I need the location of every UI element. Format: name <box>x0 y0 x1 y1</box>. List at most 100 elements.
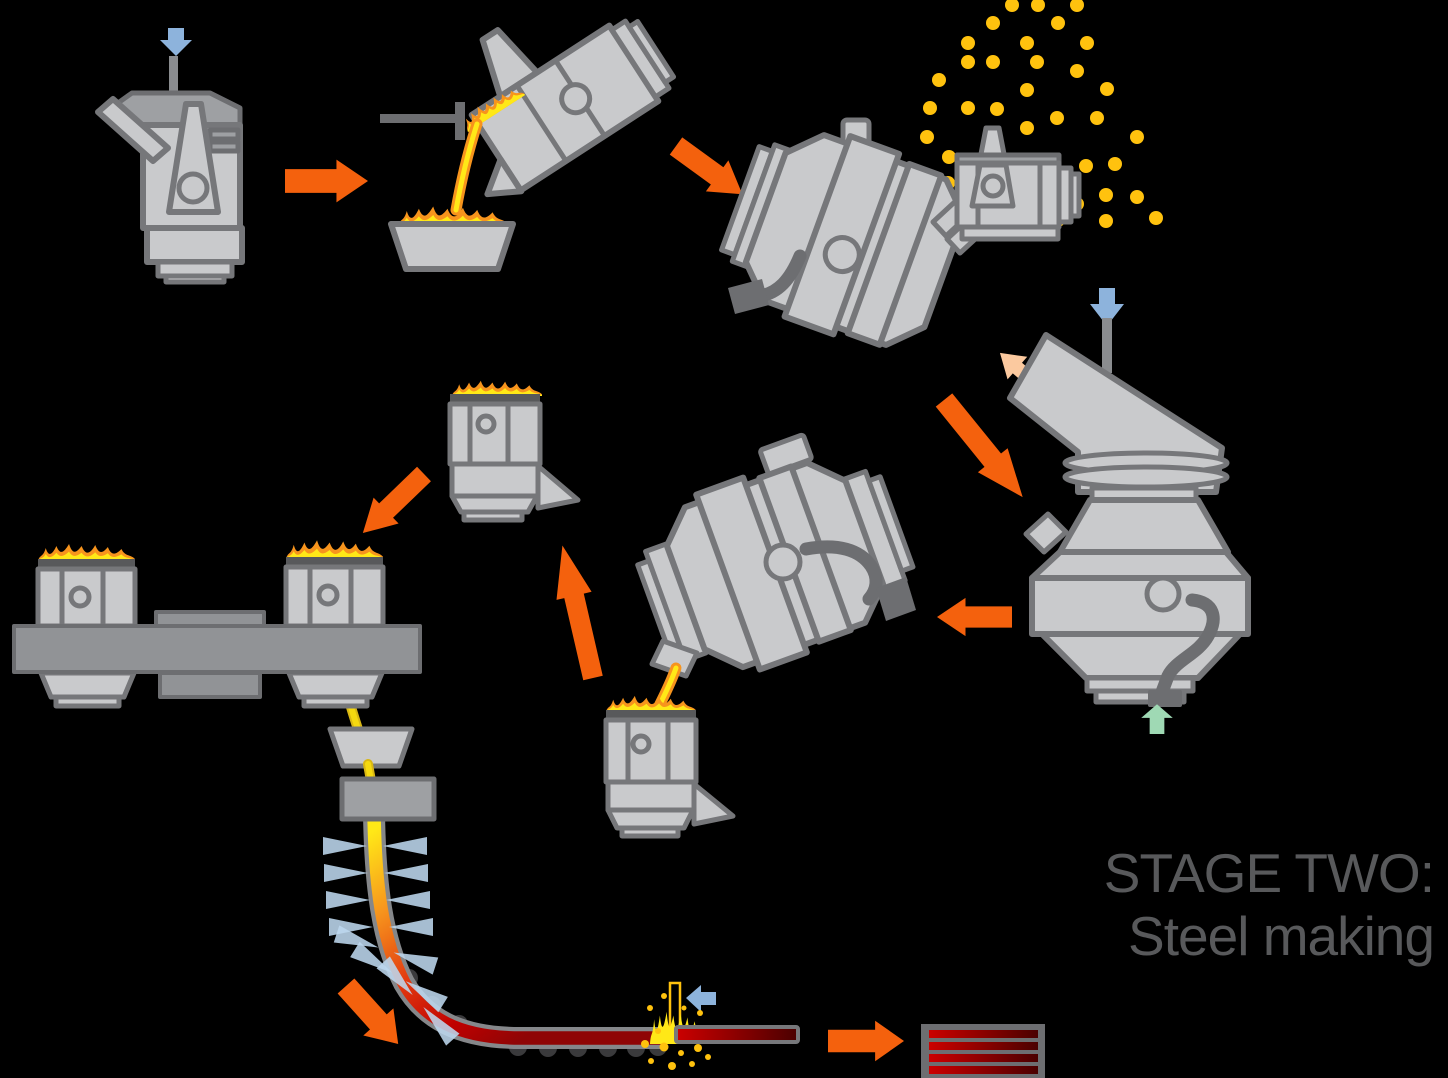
foot-base <box>301 694 370 709</box>
spray-nozzle-icon <box>393 952 439 975</box>
spark-dot <box>942 150 956 164</box>
ladle-body <box>603 717 699 785</box>
additive-input-arrow-icon <box>160 28 192 56</box>
slag-skimming-station <box>380 18 677 272</box>
skimmer-bar <box>380 114 458 123</box>
torch-spark-dot <box>697 1010 703 1016</box>
turret-pedestal-bottom <box>158 671 262 699</box>
torch-spark-dot <box>641 1040 649 1048</box>
turret-ladle-left <box>35 544 138 709</box>
spark-dot <box>923 101 937 115</box>
drum-band <box>844 160 945 348</box>
continuous-caster <box>323 726 667 1058</box>
spray-nozzle-icon <box>405 981 448 1013</box>
manhole <box>763 542 803 582</box>
hot-metal-desulfurization-station <box>95 28 245 285</box>
skimmer-head <box>455 102 465 140</box>
injection-lance <box>169 56 178 96</box>
molten-stream-core <box>453 121 480 213</box>
cutting-torch <box>668 981 682 1031</box>
spark-dot <box>961 55 975 69</box>
spray-nozzle-icon <box>384 864 428 882</box>
lower-cone <box>1039 631 1243 681</box>
flow-arrow-1 <box>285 159 368 203</box>
top-rim <box>38 559 135 569</box>
turret-beam <box>12 624 422 674</box>
panel-line <box>514 84 569 163</box>
spark-dot <box>961 101 975 115</box>
ladle-with-spout <box>447 380 581 523</box>
spray-nozzle-icon <box>376 956 413 996</box>
panel-line <box>207 127 241 142</box>
torch-spark-dot <box>655 1028 661 1034</box>
tap-block <box>728 279 769 314</box>
spark-dot <box>1020 121 1034 135</box>
tundish <box>327 726 415 769</box>
end-cap <box>1068 171 1082 219</box>
side-nozzle <box>1023 511 1069 555</box>
spray-nozzle-icon <box>386 891 430 909</box>
pouring-spout <box>535 463 581 511</box>
spray-nozzle-icon <box>323 837 367 855</box>
upper-cone <box>1057 497 1231 555</box>
bellows-ring <box>1062 464 1230 490</box>
spark-dot <box>990 102 1004 116</box>
torch-direction-arrow-icon <box>686 985 716 1012</box>
spark-dot <box>986 55 1000 69</box>
spark-dot <box>932 73 946 87</box>
lower-band <box>449 461 541 499</box>
ladle-body <box>447 401 543 467</box>
spray-nozzle-icon <box>383 837 427 855</box>
spark-dot <box>1100 82 1114 96</box>
spark-dot <box>1070 64 1084 78</box>
spark-dot <box>1099 188 1113 202</box>
spray-nozzle-icon <box>423 1006 460 1046</box>
torch-spark-dot <box>689 1061 695 1067</box>
tap-block <box>876 577 916 621</box>
spark-dot <box>986 16 1000 30</box>
bottom-band <box>959 224 1061 242</box>
lower-band <box>144 225 245 265</box>
spark-dot <box>1005 0 1019 12</box>
torch-spark-dot <box>659 1042 669 1052</box>
spark-dot <box>1051 16 1065 30</box>
spray-nozzle-icon <box>389 918 433 936</box>
spark-dot <box>1079 159 1093 173</box>
manhole <box>822 235 862 275</box>
flow-arrow-5 <box>544 541 611 683</box>
panel-line <box>207 139 241 154</box>
spark-dot <box>1020 83 1034 97</box>
manhole <box>475 413 497 435</box>
torch-spark-dot <box>661 993 667 999</box>
torch-spark-dot <box>647 1005 653 1011</box>
spark-dot <box>1090 111 1104 125</box>
torch-spark-dot <box>681 1005 687 1011</box>
converter-drum <box>719 132 968 348</box>
spark-dot <box>1030 55 1044 69</box>
torch-spark-dot <box>678 1050 684 1056</box>
turret-ladle-right <box>283 540 386 709</box>
rotary-converter <box>719 117 989 348</box>
torch-spark-dot <box>648 1058 654 1064</box>
manhole <box>1144 575 1182 613</box>
end-cap <box>866 474 916 574</box>
flow-arrow-4 <box>937 597 1012 637</box>
slab <box>929 1066 1038 1074</box>
slab <box>929 1042 1038 1050</box>
cut-slab <box>674 1025 800 1044</box>
pouring-spout <box>691 781 736 827</box>
foot-base <box>53 694 122 709</box>
slag-trough <box>388 221 516 272</box>
spark-dot <box>1050 111 1064 125</box>
spark-dot <box>1020 36 1034 50</box>
end-cap <box>626 19 677 85</box>
foot <box>449 493 540 515</box>
tap-block <box>1148 690 1182 707</box>
manhole <box>980 173 1006 199</box>
torch-spark-dot <box>705 1054 711 1060</box>
spray-nozzle-icon <box>326 891 370 909</box>
spark-dot <box>1099 214 1113 228</box>
torch-spark-dot <box>694 1044 702 1052</box>
